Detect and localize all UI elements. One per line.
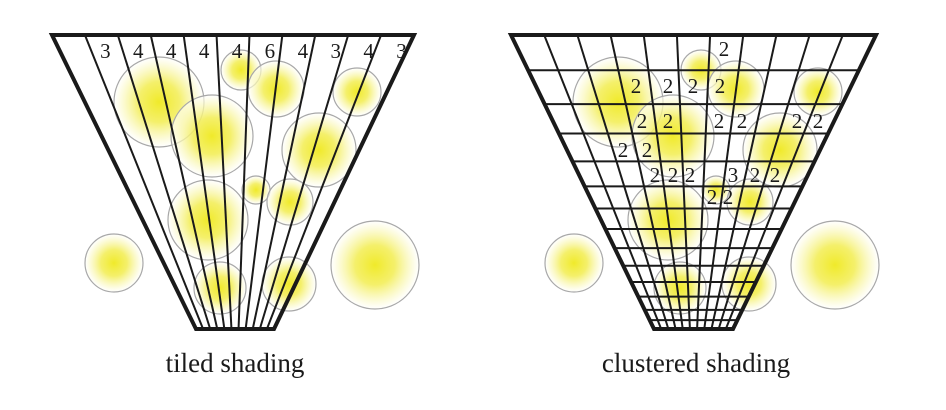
tile-light-count: 3 [396, 39, 407, 63]
cluster-light-count: 2 [714, 109, 725, 133]
cluster-light-count: 2 [707, 185, 718, 209]
tile-divider [237, 34, 251, 330]
tile-divider [724, 34, 844, 330]
light-sphere [332, 67, 382, 117]
cluster-light-count: 2 [663, 109, 674, 133]
frustum-outline [507, 33, 880, 331]
light-sphere [193, 261, 247, 315]
light-sphere [266, 178, 314, 226]
cluster-light-count: 2 [813, 109, 824, 133]
tile-divider [703, 34, 745, 330]
tile-divider [258, 34, 350, 330]
tile-divider [265, 34, 383, 330]
tile-divider [215, 34, 233, 330]
frustum-tiles [83, 34, 383, 330]
tile-divider [116, 34, 212, 330]
cluster-light-count: 2 [650, 163, 661, 187]
tile-light-count: 3 [100, 39, 111, 63]
tile-divider [710, 34, 778, 330]
view-frustum [48, 33, 418, 331]
cluster-light-count: 2 [688, 74, 699, 98]
light-sphere [170, 94, 254, 178]
tile-divider [83, 34, 205, 330]
cluster-light-count: 2 [719, 37, 730, 61]
tile-divider [696, 34, 712, 330]
tile-light-count: 4 [166, 39, 177, 63]
cluster-light-count: 2 [723, 185, 734, 209]
tile-divider [642, 34, 684, 330]
tile-light-count: 4 [298, 39, 309, 63]
light-sphere [241, 175, 271, 205]
tile-light-count: 3 [330, 39, 341, 63]
caption-clustered-shading: clustered shading [601, 348, 791, 378]
cluster-light-count: 2 [750, 163, 761, 187]
tile-divider [182, 34, 226, 330]
tile-divider [576, 34, 670, 330]
caption-tiled-shading: tiled shading [165, 348, 305, 378]
cluster-light-count: 2 [642, 138, 653, 162]
cluster-light-count: 2 [792, 109, 803, 133]
light-sphere [790, 220, 880, 310]
cluster-light-count: 2 [637, 109, 648, 133]
cluster-light-count: 2 [618, 138, 629, 162]
tile-divider [609, 34, 677, 330]
cluster-light-count: 2 [715, 74, 726, 98]
tile-divider [251, 34, 317, 330]
cluster-light-count: 2 [663, 74, 674, 98]
frustum-outline [48, 33, 418, 331]
tile-light-count: 4 [133, 39, 144, 63]
light-sphere [261, 256, 317, 312]
tile-divider [675, 34, 691, 330]
tile-divider [717, 34, 811, 330]
light-sphere [330, 220, 420, 310]
cluster-light-count: 2 [770, 163, 781, 187]
tile-light-count: 4 [232, 39, 243, 63]
tile-divider [543, 34, 663, 330]
light-sphere [167, 179, 249, 261]
cluster-light-count: 3 [728, 163, 739, 187]
cluster-light-count: 2 [631, 74, 642, 98]
light-sphere [544, 233, 604, 293]
frustum-clusters [528, 34, 859, 330]
cluster-light-count: 2 [737, 109, 748, 133]
tile-divider [149, 34, 219, 330]
tile-light-count: 6 [265, 39, 276, 63]
tile-light-count: 4 [363, 39, 374, 63]
light-sphere [281, 112, 357, 188]
tile-divider [244, 34, 284, 330]
view-frustum [507, 33, 880, 331]
tile-light-count: 4 [199, 39, 210, 63]
light-sphere [84, 233, 144, 293]
cluster-light-count: 2 [685, 163, 696, 187]
cluster-light-count: 2 [668, 163, 679, 187]
